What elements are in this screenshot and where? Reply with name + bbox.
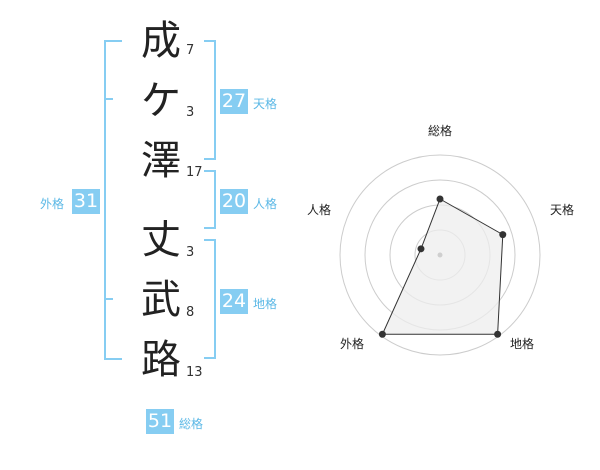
name-char-4: 丈 (141, 217, 181, 263)
gaikaku-bracket-tick (104, 298, 113, 300)
name-char-6: 路 (141, 337, 181, 383)
stroke-count-5: 8 (186, 305, 195, 320)
jinkaku-label: 人格 (253, 197, 278, 211)
radar-series-polygon (381, 198, 504, 335)
radar-ring (339, 154, 541, 356)
gaikaku-bracket (104, 40, 122, 360)
tenkaku-label: 天格 (253, 97, 278, 111)
radar-axis-label-gaikaku: 外格 (340, 337, 365, 351)
radar-axis-label-jinkaku: 人格 (307, 203, 332, 217)
tenkaku-value: 27 (220, 89, 248, 114)
stroke-count-3: 17 (186, 165, 203, 180)
radar-point-2 (499, 231, 507, 239)
gaikaku-label: 外格 (40, 197, 65, 211)
soukaku-value: 51 (146, 409, 174, 434)
radar-chart (339, 154, 541, 356)
name-char-5: 武 (141, 277, 181, 323)
name-char-3: 澤 (141, 138, 181, 184)
tenkaku-bracket (204, 40, 216, 160)
gaikaku-bracket-tick (104, 98, 113, 100)
stroke-count-1: 7 (186, 43, 195, 58)
radar-point-4 (378, 330, 386, 338)
name-char-1: 成 (141, 18, 181, 64)
stroke-count-6: 13 (186, 365, 203, 380)
jinkaku-value: 20 (220, 189, 248, 214)
stroke-count-2: 3 (186, 105, 195, 120)
radar-center-dot (437, 252, 443, 258)
chikaku-label: 地格 (253, 297, 278, 311)
gaikaku-value: 31 (72, 189, 100, 214)
stroke-count-4: 3 (186, 245, 195, 260)
name-char-2: ケ (141, 78, 181, 124)
radar-point-1 (436, 195, 444, 203)
radar-point-5 (417, 245, 425, 253)
chikaku-bracket (204, 239, 216, 359)
radar-axis-label-chikaku: 地格 (510, 337, 535, 351)
soukaku-label: 総格 (179, 417, 204, 431)
radar-axis-label-soukaku: 総格 (428, 124, 453, 138)
radar-point-3 (494, 330, 502, 338)
radar-axis-label-tenkaku: 天格 (550, 203, 575, 217)
jinkaku-bracket (204, 170, 216, 229)
chikaku-value: 24 (220, 289, 248, 314)
